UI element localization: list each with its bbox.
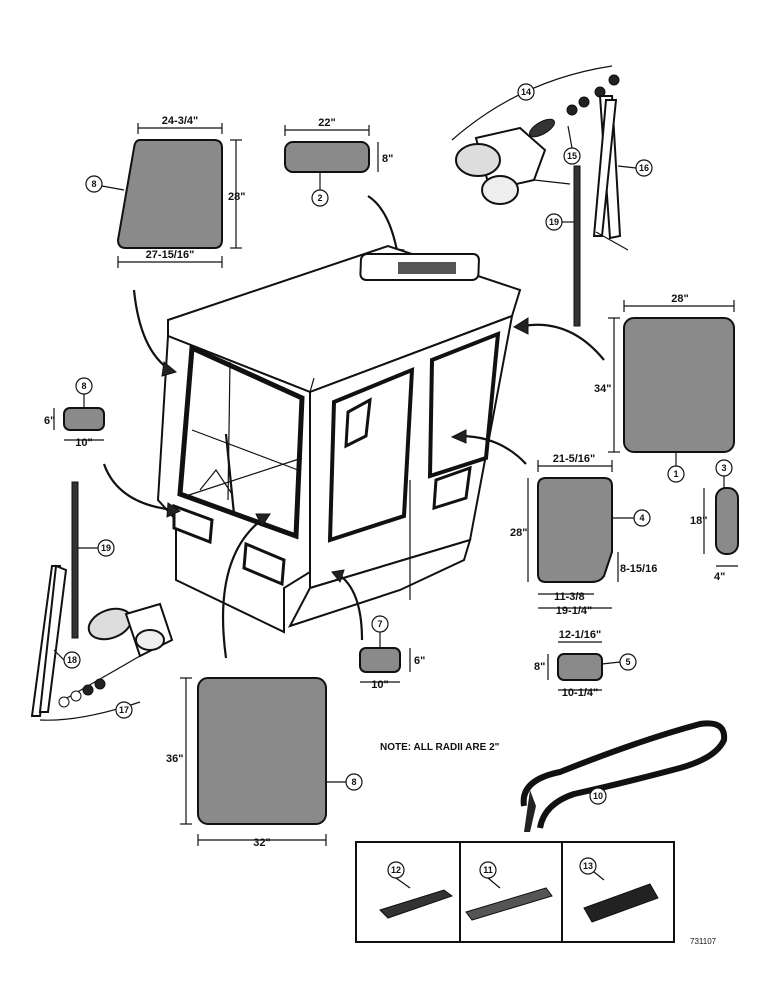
wiper-assembly-top: 14 15 16 19 xyxy=(451,65,653,327)
dim-11-3-8: 11-3/8 xyxy=(554,591,585,603)
dim-27-15-16: 27-15/16" xyxy=(146,249,195,261)
callout-13 xyxy=(579,857,597,875)
callout-17 xyxy=(115,701,133,719)
dim-4: 4" xyxy=(714,571,725,583)
svg-text:11: 11 xyxy=(483,865,493,875)
dim-12-1-16: 12-1/16" xyxy=(559,629,602,641)
radii-note: NOTE: ALL RADII ARE 2" xyxy=(380,742,500,753)
glass-panel-4: 21-5/16" 28" 4 8-15/16 11-3/8 19-1/4" xyxy=(510,453,657,617)
svg-text:10: 10 xyxy=(593,791,603,801)
dim-32: 32" xyxy=(253,837,270,849)
svg-text:13: 13 xyxy=(583,861,593,871)
wiper-assembly-bottom: 19 18 17 xyxy=(30,481,174,721)
dim-8-right: 8" xyxy=(534,661,545,673)
glass-panel-5: 12-1/16" 8" 10-1/4" 5 xyxy=(534,629,637,699)
dim-10-left: 10" xyxy=(75,437,92,449)
cab-body xyxy=(156,244,522,634)
callout-10 xyxy=(589,787,607,805)
dim-21-5-16: 21-5/16" xyxy=(553,453,596,465)
cab-arrows xyxy=(102,289,605,659)
svg-text:15: 15 xyxy=(567,151,577,161)
svg-text:17: 17 xyxy=(119,705,129,715)
dim-10-1-4: 10-1/4" xyxy=(562,687,598,699)
glass-panel-8-small: 8 6" 10" xyxy=(44,377,105,449)
svg-text:19: 19 xyxy=(549,217,559,227)
dim-10-mid: 10" xyxy=(371,679,388,691)
callout-8-top xyxy=(85,175,103,193)
glass-panel-1: 28" 34" 1 xyxy=(594,293,735,483)
callout-2 xyxy=(311,189,329,207)
svg-text:8: 8 xyxy=(81,381,86,391)
svg-text:8: 8 xyxy=(351,777,356,787)
svg-text:12: 12 xyxy=(391,865,401,875)
svg-text:19: 19 xyxy=(101,543,111,553)
svg-text:2: 2 xyxy=(317,193,322,203)
dim-6-left: 6" xyxy=(44,415,55,427)
dim-22: 22" xyxy=(318,117,335,129)
seal-parts-box: 12 11 13 xyxy=(355,841,675,943)
dim-36: 36" xyxy=(166,753,183,765)
svg-text:16: 16 xyxy=(639,163,649,173)
dim-34: 34" xyxy=(594,383,611,395)
drawing-code: 731107 xyxy=(690,937,717,946)
svg-text:5: 5 xyxy=(625,657,630,667)
dim-8-top: 8" xyxy=(382,153,393,165)
dim-8-15-16: 8-15/16 xyxy=(620,563,657,575)
glass-panel-7: 7 6" 10" xyxy=(359,615,425,691)
dim-28-mid: 28" xyxy=(510,527,527,539)
svg-text:4: 4 xyxy=(639,513,644,523)
svg-text:8: 8 xyxy=(91,179,96,189)
dim-28-right-top: 28" xyxy=(671,293,688,305)
glass-panel-8-large: 36" 32" 8 xyxy=(166,677,363,849)
glass-panel-8-top: 24-3/4" 28" 27-15/16" 8 xyxy=(85,115,245,268)
dim-24-3-4: 24-3/4" xyxy=(162,115,198,127)
dim-18: 18" xyxy=(690,515,707,527)
svg-text:14: 14 xyxy=(521,87,531,97)
svg-text:3: 3 xyxy=(721,463,726,473)
weatherstrip-10: 10 xyxy=(520,720,728,832)
dim-6-mid: 6" xyxy=(414,655,425,667)
svg-text:7: 7 xyxy=(377,619,382,629)
glass-panel-2: 22" 8" 2 xyxy=(284,117,405,264)
callout-1 xyxy=(667,465,685,483)
svg-text:18: 18 xyxy=(67,655,77,665)
svg-text:1: 1 xyxy=(673,469,678,479)
dim-28-left: 28" xyxy=(228,191,245,203)
glass-panel-3: 3 18" 4" xyxy=(690,459,739,583)
callout-14 xyxy=(517,83,535,101)
dim-19-1-4: 19-1/4" xyxy=(556,605,592,617)
